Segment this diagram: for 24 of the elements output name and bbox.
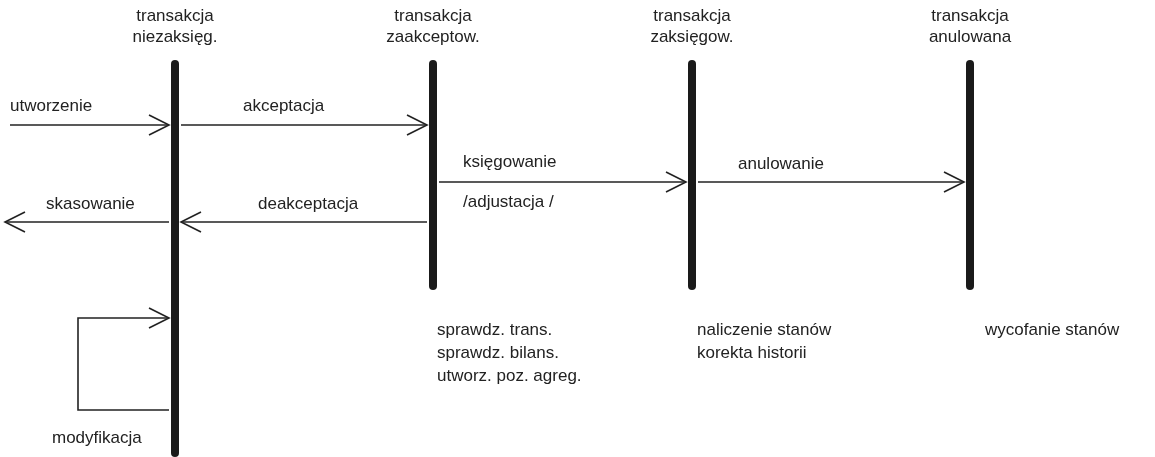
state-title: transakcja anulowana bbox=[927, 5, 1013, 47]
edge-label: akceptacja bbox=[243, 96, 325, 116]
arrow bbox=[180, 114, 428, 136]
edge-label: skasowanie bbox=[46, 194, 135, 214]
arrow bbox=[180, 211, 428, 233]
arrow bbox=[697, 171, 965, 193]
action-note: utworz. poz. agreg. bbox=[437, 365, 582, 387]
action-note: sprawdz. bilans. bbox=[437, 342, 559, 364]
edge-label: anulowanie bbox=[738, 154, 824, 174]
action-note: korekta historii bbox=[697, 342, 807, 364]
edge-label: utworzenie bbox=[10, 96, 93, 116]
edge-label: księgowanie /adjustacja / bbox=[463, 151, 558, 213]
state-title: transakcja niezaksięg. bbox=[131, 5, 219, 47]
action-note: naliczenie stanów bbox=[697, 319, 832, 341]
action-note: wycofanie stanów bbox=[985, 319, 1120, 341]
arrow bbox=[438, 171, 687, 193]
action-note: sprawdz. trans. bbox=[437, 319, 553, 341]
state-title: transakcja zaakceptow. bbox=[385, 5, 481, 47]
arrow bbox=[4, 211, 170, 233]
edge-label: deakceptacja bbox=[258, 194, 359, 214]
edge-label: modyfikacja bbox=[52, 428, 142, 448]
state-title: transakcja zaksięgow. bbox=[649, 5, 735, 47]
arrow bbox=[9, 114, 170, 136]
arrow bbox=[77, 307, 170, 411]
